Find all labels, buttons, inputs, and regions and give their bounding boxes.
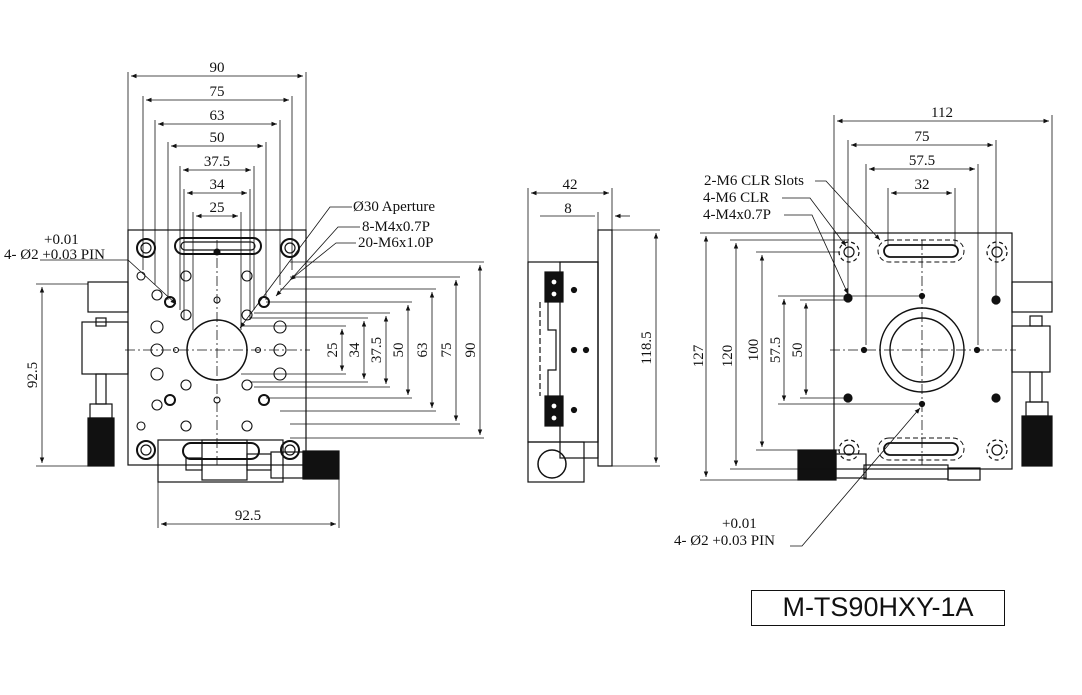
- dim-label: 25: [325, 343, 341, 358]
- dim-label: 57.5: [909, 153, 935, 169]
- rear-pin-tolerance: +0.01: [722, 516, 757, 532]
- model-number: M-TS90HXY-1A: [751, 590, 1005, 626]
- side-plate-dim-label: 8: [564, 201, 572, 217]
- side-top-plate: [597, 229, 613, 467]
- dim-label: 75: [915, 129, 930, 145]
- rear-left-dims: [700, 232, 922, 481]
- rear-bottom-slot: [877, 437, 965, 461]
- side-dims: [527, 188, 660, 467]
- rear-left-dim-labels: 127 120 100 57.5 50: [691, 337, 806, 367]
- dim-label: 75: [210, 84, 225, 100]
- dim-label: 90: [210, 60, 225, 76]
- rear-top-slot: [877, 239, 965, 263]
- dim-label: 32: [915, 177, 930, 193]
- dim-label: 34: [210, 177, 226, 193]
- rear-top-dims: [833, 115, 1053, 345]
- front-pin-callout: 4- Ø2 +0.03 PIN: [4, 247, 105, 263]
- front-tapped-holes: [136, 248, 287, 432]
- dim-label: 50: [790, 343, 806, 358]
- dim-label: 50: [391, 343, 407, 358]
- front-bottom-micrometer: [185, 439, 340, 481]
- dim-label: 120: [720, 345, 736, 368]
- front-view: [81, 229, 340, 483]
- side-width-dim-label: 42: [563, 177, 578, 193]
- front-centerlines: [125, 240, 310, 465]
- rear-top-dim-labels: 112 75 57.5 32: [909, 105, 953, 193]
- dim-label: 57.5: [768, 337, 784, 363]
- rear-centerlines: [830, 240, 1016, 465]
- dim-label: 90: [463, 343, 479, 358]
- dim-label: 34: [347, 342, 363, 358]
- rear-callout-leaders: [782, 180, 921, 547]
- front-base-plate: [157, 439, 284, 483]
- side-view: [527, 229, 613, 483]
- dim-label: 63: [210, 108, 225, 124]
- side-knob: [537, 449, 567, 479]
- dim-label: 37.5: [204, 154, 230, 170]
- front-bottom-slot: [182, 442, 260, 460]
- side-bearing-blocks: [544, 271, 590, 427]
- dim-label: 100: [746, 339, 762, 362]
- rear-bottom-knob: [797, 449, 837, 481]
- front-outer-dims: [36, 283, 340, 528]
- dim-label: 75: [439, 343, 455, 358]
- dim-label: 25: [210, 200, 225, 216]
- front-right-dims: [241, 261, 484, 439]
- front-callout-leaders: [40, 206, 360, 329]
- rear-tap-callout: 4-M4x0.7P: [703, 207, 771, 223]
- front-top-dims: [127, 72, 307, 330]
- rear-clr-callout: 4-M6 CLR: [703, 190, 769, 206]
- side-height-dim-label: 118.5: [639, 331, 655, 364]
- front-bottom-dim-label: 92.5: [235, 508, 261, 524]
- front-pin-tolerance: +0.01: [44, 232, 79, 248]
- rear-view: [797, 232, 1053, 481]
- dim-label: 63: [415, 343, 431, 358]
- rear-right-micrometer: [1011, 281, 1053, 467]
- rear-pin-callout: 4- Ø2 +0.03 PIN: [674, 533, 775, 549]
- front-right-dim-labels: 25 34 37.5 50 63 75 90: [325, 337, 479, 363]
- rear-right-knob: [1021, 415, 1053, 467]
- dim-label: 37.5: [369, 337, 385, 363]
- front-m6-callout: 20-M6x1.0P: [358, 235, 433, 251]
- dim-label: 127: [691, 344, 707, 367]
- front-left-knob: [87, 417, 115, 467]
- dim-label: 50: [210, 130, 225, 146]
- front-m4-callout: 8-M4x0.7P: [362, 219, 430, 235]
- front-top-dim-labels: 90 75 63 50 37.5 34 25: [204, 60, 230, 216]
- dim-label: 112: [931, 105, 953, 121]
- front-aperture-callout: Ø30 Aperture: [353, 199, 435, 215]
- rear-slots-callout: 2-M6 CLR Slots: [704, 173, 804, 189]
- front-left-dim-label: 92.5: [25, 362, 41, 388]
- front-left-micrometer: [81, 281, 129, 467]
- front-corner-holes: [136, 238, 300, 460]
- rear-base-plate: [833, 232, 1013, 470]
- front-bottom-knob: [302, 450, 340, 480]
